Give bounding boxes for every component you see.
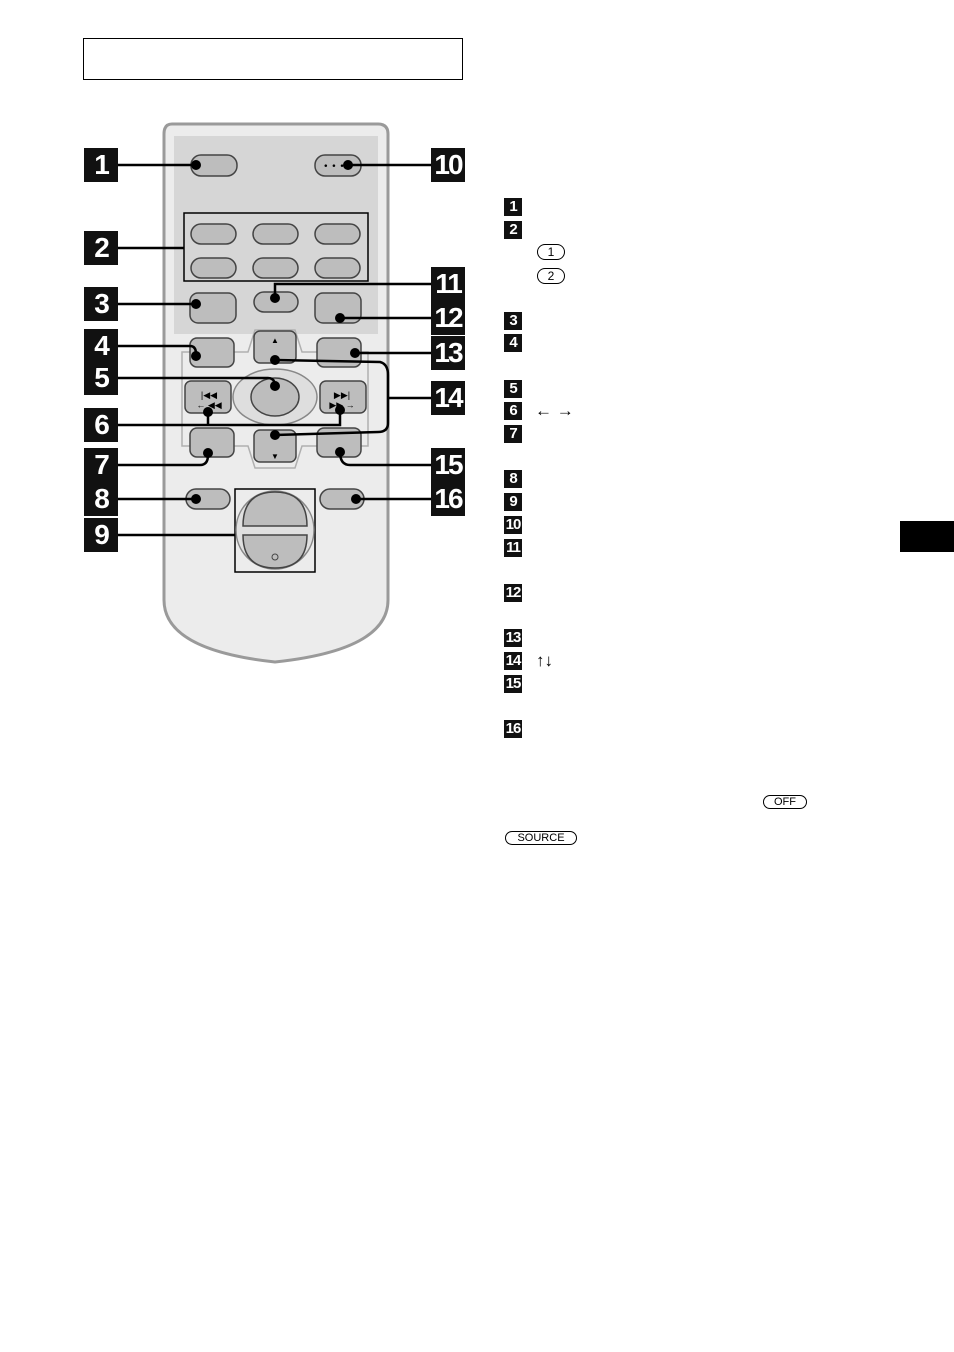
list-number-11: 11 [504,539,522,557]
off-button-label: OFF [763,795,807,809]
list-number-3: 3 [504,312,522,330]
volume-group-box [234,488,316,573]
list-number-13: 13 [504,629,522,647]
sub-marker-2: 2 [537,268,565,284]
list-number-10: 10 [504,516,522,534]
svg-text:|◀◀: |◀◀ [201,390,217,400]
callout-9: 9 [84,518,118,552]
list-number-2: 2 [504,221,522,239]
list-number-5: 5 [504,380,522,398]
callout-14: 14 [431,381,465,415]
svg-text:▶▶ →: ▶▶ → [329,400,354,410]
list-number-7: 7 [504,425,522,443]
svg-text:← ◀◀: ← ◀◀ [196,400,221,410]
list-number-1: 1 [504,198,522,216]
dots-glyph: • • • • [323,162,353,172]
callout-8: 8 [84,482,118,516]
callout-6: 6 [84,408,118,442]
callout-11: 11 [431,267,465,301]
left-right-arrows: ← → [535,401,574,420]
callout-16: 16 [431,482,465,516]
source-button-label: SOURCE [505,831,577,845]
svg-text:▼: ▼ [271,452,279,461]
callout-15: 15 [431,448,465,482]
list-number-4: 4 [504,334,522,352]
callout-7: 7 [84,448,118,482]
callout-2: 2 [84,231,118,265]
list-number-8: 8 [504,470,522,488]
list-number-6: 6 [504,402,522,420]
callout-5: 5 [84,361,118,395]
list-number-15: 15 [504,675,522,693]
list-number-9: 9 [504,493,522,511]
sub-marker-1: 1 [537,244,565,260]
list-number-14: 14 [504,652,522,670]
list-number-12: 12 [504,584,522,602]
callout-4: 4 [84,329,118,363]
edge-tab-marker [900,521,954,552]
callout-10: 10 [431,148,465,182]
up-down-arrows: ↑↓ [536,651,553,670]
list-number-16: 16 [504,720,522,738]
section-title-box [83,38,463,80]
callout-12: 12 [431,301,465,335]
svg-text:▶▶|: ▶▶| [334,390,350,400]
callout-13: 13 [431,336,465,370]
svg-text:▲: ▲ [271,336,279,345]
callout-3: 3 [84,287,118,321]
leader-dots [191,160,361,504]
callout-1: 1 [84,148,118,182]
